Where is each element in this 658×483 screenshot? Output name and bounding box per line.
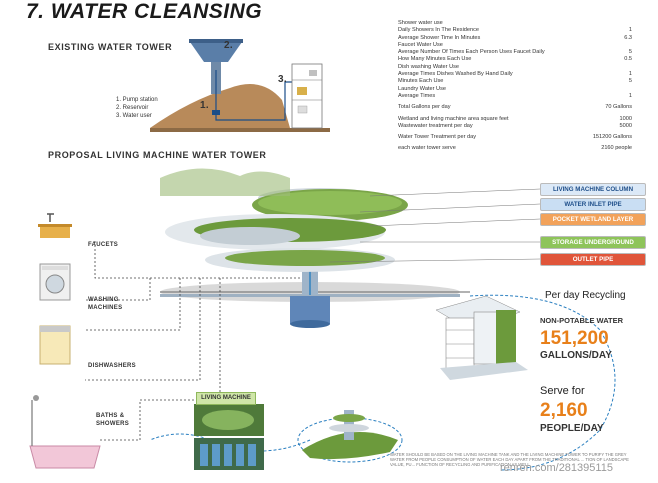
existing-tower-key: 1. Pump station 2. Reservoir 3. Water us…: [116, 96, 158, 120]
living-machine-tag: LIVING MACHINE: [196, 392, 256, 405]
bathtub-icon: [29, 395, 101, 469]
stats-label: each water tower serve: [398, 145, 456, 152]
washing-machine-icon: [39, 263, 71, 301]
gallons-value: 151,200: [540, 328, 609, 349]
key-pump: 1. Pump station: [116, 97, 158, 103]
stats-value: 1000: [619, 115, 632, 122]
stats-value: 1: [628, 27, 632, 34]
stats-row: Faucet Water Use: [398, 42, 634, 49]
house-block: [291, 63, 323, 129]
legend-item: STORAGE UNDERGROUND: [540, 236, 646, 249]
legend-item: LIVING MACHINE COLUMN: [540, 183, 646, 196]
stats-row: Dish washing Water Use: [398, 64, 634, 71]
stats-row: Average Times 1: [398, 93, 634, 100]
stats-row: each water tower serve 2160 people: [398, 145, 634, 152]
proposal-heading: PROPOSAL LIVING MACHINE WATER TOWER: [48, 150, 267, 160]
stats-row: Average Times Dishes Washed By Hand Dail…: [398, 71, 634, 78]
stats-row: Average Number Of Times Each Person Uses…: [398, 49, 634, 56]
stats-row: Water Tower Treatment per day 151200 Gall…: [398, 134, 634, 141]
residence-building-icon: [435, 295, 528, 380]
label-faucets: FAUCETS: [88, 242, 119, 248]
stats-value: 1: [628, 71, 632, 78]
stats-label: Wastewater treatment per day: [398, 122, 473, 129]
stats-label: Wetland and living machine area square f…: [398, 115, 509, 122]
legend-item: OUTLET PIPE: [540, 253, 646, 266]
stats-label: Water Tower Treatment per day: [398, 134, 477, 141]
stats-value: [632, 20, 634, 27]
stats-row: Daily Showers In The Residence 1: [398, 27, 634, 34]
stats-label: Average Number Of Times Each Person Uses…: [398, 49, 545, 56]
stats-label: Average Shower Time In Minutes: [398, 34, 481, 41]
dishwasher-icon: [39, 325, 71, 365]
storage-tank: [290, 296, 330, 324]
stats-label: Shower water use: [398, 20, 443, 26]
existing-pipe: [215, 70, 298, 121]
stats-row: Laundry Water Use: [398, 86, 634, 93]
stats-value: [632, 64, 634, 71]
mini-tower-icon: [297, 410, 403, 463]
stats-label: Laundry Water Use: [398, 85, 446, 92]
recycle-arrow: [469, 294, 616, 471]
stats-label: Daily Showers In The Residence: [398, 27, 480, 34]
stats-value: 151200 Gallons: [592, 134, 632, 141]
stats-value: 1: [628, 92, 632, 99]
marker-user: 3.: [278, 74, 287, 85]
label-dishwashers: DISHWASHERS: [88, 363, 136, 369]
stats-value: 5: [628, 49, 632, 56]
legend-item: WATER INLET PIPE: [540, 198, 646, 211]
stats-row: Average Shower Time In Minutes 6.3: [398, 35, 634, 42]
stats-value: 6.3: [624, 34, 632, 41]
stats-label: How Many Minutes Each Use: [398, 56, 472, 63]
stats-row: How Many Minutes Each Use 0.5: [398, 56, 634, 63]
stats-label: Average Times: [398, 92, 436, 99]
non-potable-label: NON-POTABLE WATER: [540, 316, 624, 325]
hill-terrain: [150, 84, 290, 128]
stats-row: Wetland and living machine area square f…: [398, 116, 634, 123]
marker-reservoir: 2.: [224, 40, 233, 51]
stats-row: Total Gallons per day 70 Gallons: [398, 104, 634, 111]
marker-pump: 1.: [200, 100, 209, 111]
stats-row: Minutes Each Use 5: [398, 78, 634, 85]
recycling-title: Per day Recycling: [545, 290, 626, 301]
stats-label: Minutes Each Use: [398, 78, 444, 85]
reservoir-bowl: [190, 42, 242, 62]
stats-value: 5: [628, 78, 632, 85]
stats-row: Wastewater treatment per day 5000: [398, 123, 634, 130]
gallons-unit: GALLONS/DAY: [540, 350, 612, 361]
stats-value: [632, 86, 634, 93]
stats-label: Faucet Water Use: [398, 41, 443, 48]
stats-value: 2160 people: [601, 145, 632, 152]
distribution-line: [94, 240, 300, 279]
people-value: 2,160: [540, 400, 588, 421]
stats-value: 0.5: [624, 56, 632, 63]
living-machine-photo-icon: [194, 404, 264, 470]
stats-row: Shower water use: [398, 20, 634, 27]
key-user: 3. Water user: [116, 113, 152, 119]
watermark: renren.com/281395115: [500, 462, 613, 474]
people-unit: PEOPLE/DAY: [540, 423, 604, 434]
page-title: 7. WATER CLEANSING: [26, 0, 263, 23]
stats-value: 70 Gallons: [605, 104, 632, 111]
label-washing-machines: WASHING MACHINES: [88, 297, 123, 311]
stats-label: Total Gallons per day: [398, 104, 451, 111]
legend-item: POCKET WETLAND LAYER: [540, 213, 646, 226]
existing-tower-heading: EXISTING WATER TOWER: [48, 42, 173, 52]
label-baths: BATHS & SHOWERS: [96, 413, 130, 427]
serve-title: Serve for: [540, 385, 585, 397]
stats-value: 5000: [619, 122, 632, 129]
stats-label: Dish washing Water Use: [398, 63, 460, 70]
stats-label: Average Times Dishes Washed By Hand Dail…: [398, 71, 513, 78]
key-reservoir: 2. Reservoir: [116, 105, 149, 111]
footnote: WATER SHOULD BE BASED ON THE LIVING MACH…: [390, 452, 629, 467]
sink-icon: [38, 213, 72, 238]
stats-value: [632, 42, 634, 49]
